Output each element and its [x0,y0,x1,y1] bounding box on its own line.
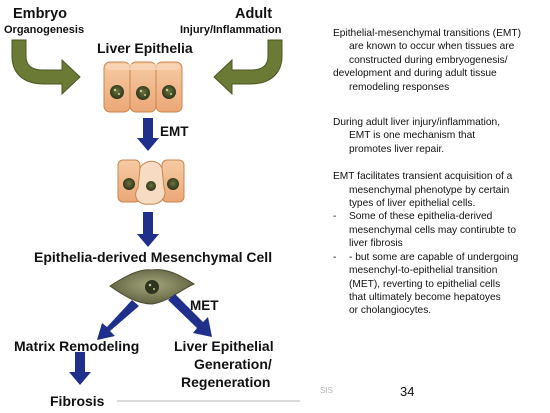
matrix-remodeling-arrow [97,300,139,340]
b2-line4: that ultimately become hepatoyes [349,291,501,303]
b2-line5: or cholangiocytes. [349,305,432,317]
mesenchymal-cell-shape [109,269,196,305]
b2-line3: (MET), reverting to epithelial cells [349,278,501,290]
p1-line1: Epithelial-mesenchymal transitions (EMT) [333,28,521,39]
p1-line4: development and during adult tissue [333,68,497,80]
paragraph-liver-repair: During adult liver injury/inflammation, … [333,116,545,156]
bullet-met: - - but some are capable of undergoing m… [333,251,545,318]
bullet-fibrosis: - Some of these epithelia-derived mesenc… [333,210,545,250]
p3-line3: types of liver epithelial cells. [349,198,476,210]
p1-line5: remodeling responses [349,81,450,93]
p2-line3: promotes liver repair. [349,143,445,155]
emt-arrow [137,118,159,151]
page-number: 34 [400,384,415,399]
paragraph-emt-phenotype: EMT facilitates transient acquisition of… [333,170,545,210]
bullet-dash: - [333,251,337,263]
adult-curved-arrow [213,39,283,96]
b1-line2: mesenchymal cells may contirubte to [349,224,517,236]
bullet-dash: - [333,211,337,223]
b1-line1: Some of these epithelia-derived [349,211,493,223]
mesenchymal-cell-label: Epithelia-derived Mesenchymal Cell [34,249,273,265]
liver-generation-label-line2: Generation/ [194,356,272,372]
adult-title: Adult [235,6,273,22]
b2-line1: - but some are capable of undergoing [349,251,519,263]
p1-line2: are known to occur when tissues are [349,41,515,53]
b1-line3: liver fibrosis [349,238,403,250]
p3-line2: mesenchymal phenotype by certain [349,184,510,196]
b2-line2: mesenchyl-to-epithelial transition [349,265,498,277]
liver-generation-label-line1: Liver Epithelial [174,338,274,354]
embryo-title: Embryo [13,6,67,22]
liver-generation-label-line3: Regeneration [181,374,271,390]
p3-line1: EMT facilitates transient acquisition of… [333,171,513,183]
fibrosis-arrow [69,352,91,385]
paragraph-emt-overview: Epithelial-mesenchymal transitions (EMT)… [333,27,545,94]
transitioning-cells [117,159,185,205]
adult-subtitle: Injury/Inflammation [180,24,282,36]
met-arrow [168,294,212,337]
liver-epithelia-label: Liver Epithelia [97,40,193,56]
fibrosis-label: Fibrosis [50,393,105,409]
emt-label: EMT [160,124,189,139]
p2-line1: During adult liver injury/inflammation, [333,117,501,129]
p1-line3: constructed during embryogenesis/ [349,54,508,66]
text-panel: Epithelial-mesenchymal transitions (EMT)… [333,27,545,318]
footer-fragment: SIS [320,386,333,395]
embryo-curved-arrow [11,39,81,96]
matrix-remodeling-label: Matrix Remodeling [14,338,140,354]
met-label: MET [190,298,219,313]
p2-line2: EMT is one mechanism that [349,130,476,142]
embryo-subtitle: Organogenesis [4,24,85,36]
down-arrow-to-mesenchymal [137,212,159,247]
liver-epithelia-cells [103,61,183,113]
